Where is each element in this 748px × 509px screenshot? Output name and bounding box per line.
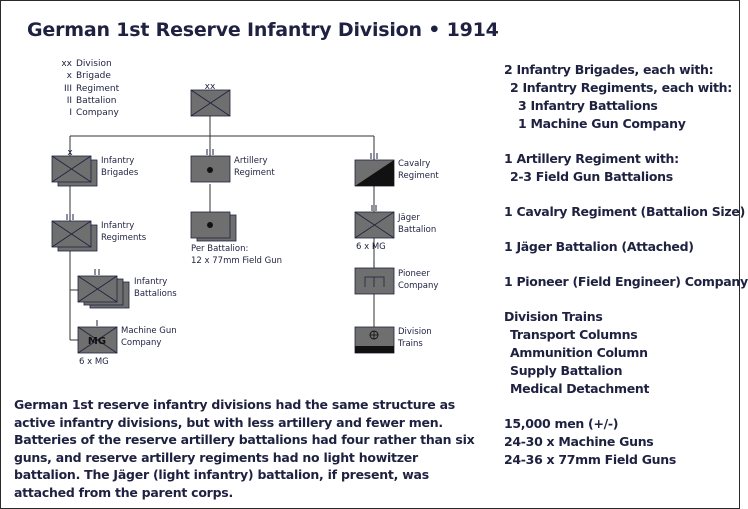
legend-label-division: Division bbox=[76, 59, 112, 69]
summary-spacer bbox=[504, 291, 736, 308]
page-title: German 1st Reserve Infantry Division • 1… bbox=[27, 19, 499, 41]
infantry-regiments-label-2: Regiments bbox=[101, 233, 147, 243]
infantry-battalions-symbol bbox=[77, 269, 130, 309]
summary-spacer bbox=[504, 256, 736, 273]
legend-symbol-battalion: II bbox=[67, 96, 72, 106]
summary-line: 2 Infantry Brigades, each with: bbox=[504, 62, 714, 77]
summary-line: 1 Cavalry Regiment (Battalion Size) bbox=[504, 204, 745, 219]
cavalry-regiment-label-2: Regiment bbox=[398, 171, 439, 181]
summary-line: Medical Detachment bbox=[510, 381, 650, 396]
summary-line: 24-30 x Machine Guns bbox=[504, 434, 654, 449]
mg-box-label: MG bbox=[88, 336, 106, 347]
summary-line: 2-3 Field Gun Battalions bbox=[510, 169, 673, 184]
artillery-regiment-label-2: Regiment bbox=[234, 168, 275, 178]
jager-battalion-label-1: Jäger bbox=[397, 213, 420, 223]
legend-symbol-brigade: x bbox=[67, 71, 73, 81]
summary-line: Transport Columns bbox=[510, 327, 638, 342]
description-text: German 1st reserve infantry divisions ha… bbox=[14, 397, 475, 500]
legend-label-brigade: Brigade bbox=[76, 71, 111, 81]
summary-line: 15,000 men (+/-) bbox=[504, 416, 619, 431]
summary-spacer bbox=[504, 398, 736, 415]
summary-line: Division Trains bbox=[504, 309, 603, 324]
artillery-regiment-symbol bbox=[190, 149, 231, 183]
jager-battalion-label-2: Battalion bbox=[398, 225, 436, 235]
artillery-note-1: Per Battalion: bbox=[191, 244, 248, 254]
infantry-brigades-label-2: Brigades bbox=[101, 168, 139, 178]
legend-symbol-division: xx bbox=[61, 59, 72, 69]
machine-gun-company-symbol: MG bbox=[77, 320, 118, 354]
machine-gun-company-label-1: Machine Gun bbox=[121, 326, 177, 336]
division-trains-label-1: Division bbox=[398, 327, 432, 337]
pioneer-company-label-1: Pioneer bbox=[398, 269, 430, 279]
summary-line: 1 Machine Gun Company bbox=[518, 116, 686, 131]
artillery-regiment-label-1: Artillery bbox=[234, 156, 267, 166]
summary-line: 1 Pioneer (Field Engineer) Company bbox=[504, 274, 748, 289]
summary-spacer bbox=[504, 221, 736, 238]
summary-line: 2 Infantry Regiments, each with: bbox=[510, 80, 732, 95]
legend-symbol-company: I bbox=[69, 108, 72, 118]
pioneer-company-symbol bbox=[354, 261, 395, 295]
infantry-regiments-symbol bbox=[51, 214, 98, 252]
svg-text:xx: xx bbox=[205, 82, 216, 92]
summary-line: Supply Battalion bbox=[510, 363, 623, 378]
pioneer-company-label-2: Company bbox=[398, 281, 438, 291]
cavalry-regiment-symbol bbox=[354, 153, 395, 187]
infantry-battalions-label-2: Battalions bbox=[134, 289, 177, 299]
summary-line: 1 Jäger Battalion (Attached) bbox=[504, 239, 694, 254]
svg-text:x: x bbox=[67, 148, 73, 158]
jager-note: 6 x MG bbox=[356, 242, 386, 252]
summary-line: 3 Infantry Battalions bbox=[518, 98, 658, 113]
artillery-note-2: 12 x 77mm Field Gun bbox=[191, 256, 282, 266]
composition-summary: 2 Infantry Brigades, each with: 2 Infantr… bbox=[504, 61, 748, 469]
summary-spacer bbox=[504, 133, 736, 150]
legend-label-company: Company bbox=[76, 108, 119, 118]
machine-gun-company-label-2: Company bbox=[121, 338, 161, 348]
division-trains-label-2: Trains bbox=[397, 339, 423, 349]
artillery-battalions-symbol bbox=[190, 211, 237, 242]
infantry-regiments-label-1: Infantry bbox=[101, 221, 134, 231]
summary-line: Ammunition Column bbox=[510, 345, 648, 360]
legend-symbol-regiment: III bbox=[64, 84, 72, 94]
cavalry-regiment-label-1: Cavalry bbox=[398, 159, 430, 169]
infantry-battalions-label-1: Infantry bbox=[134, 277, 167, 287]
summary-line: 1 Artillery Regiment with: bbox=[504, 151, 679, 166]
legend: xx Division x Brigade III Regiment II Ba… bbox=[61, 59, 119, 118]
division-symbol: xx bbox=[190, 82, 231, 117]
legend-label-regiment: Regiment bbox=[76, 84, 120, 94]
jager-battalion-symbol bbox=[354, 205, 395, 239]
summary-spacer bbox=[504, 186, 736, 203]
infantry-brigades-symbol: x bbox=[51, 148, 98, 187]
summary-line: 24-36 x 77mm Field Guns bbox=[504, 452, 677, 467]
mg-company-note: 6 x MG bbox=[79, 357, 109, 367]
division-trains-symbol bbox=[354, 326, 395, 354]
legend-label-battalion: Battalion bbox=[76, 96, 116, 106]
infantry-brigades-label-1: Infantry bbox=[101, 156, 134, 166]
